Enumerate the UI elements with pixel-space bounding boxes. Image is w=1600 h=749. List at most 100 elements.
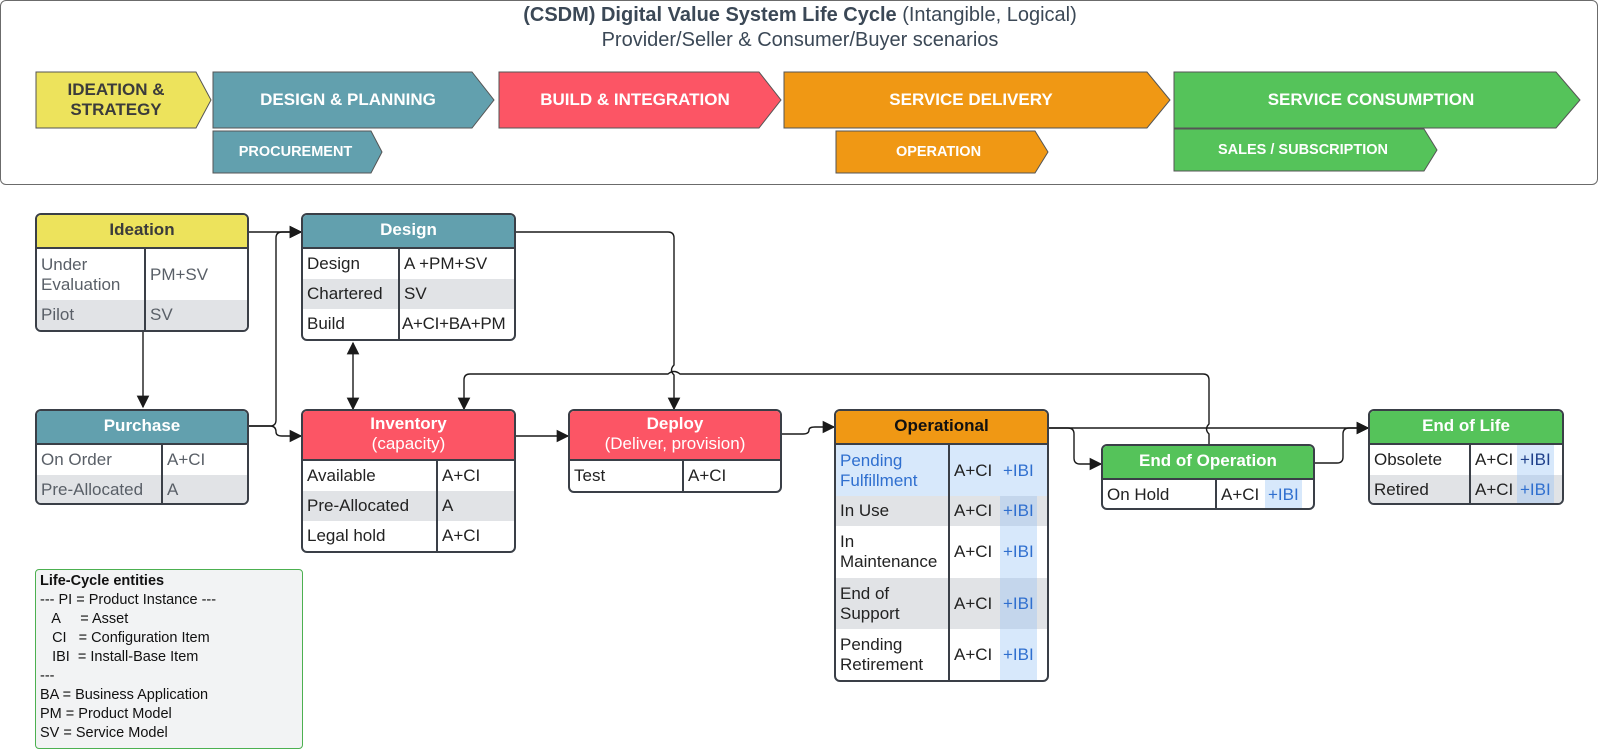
phase-chevron-design	[212, 71, 495, 129]
inventory-entities: A+CI	[442, 466, 481, 485]
end-of-life-entities: A+CI	[1475, 450, 1514, 469]
end-of-life-row: Obsolete A+CI +IBI	[1370, 445, 1562, 475]
legend-line: A = Asset	[40, 611, 129, 627]
inventory-subtitle-text: (capacity)	[371, 434, 446, 453]
node-design: Design Design A +PM+SV Chartered SV Buil…	[301, 213, 516, 341]
legend-line: ---	[40, 668, 55, 684]
phase-label-delivery: SERVICE DELIVERY	[889, 90, 1053, 109]
subphase-label-procurement: PROCUREMENT	[238, 144, 353, 160]
operational-state: End of Support	[836, 578, 950, 629]
node-end-of-operation-title: End of Operation	[1103, 446, 1313, 480]
operational-row: End of Support A+CI +IBI	[836, 578, 1047, 629]
deploy-row: Test A+CI	[570, 461, 780, 491]
deploy-entities: A+CI	[688, 466, 727, 485]
end-of-life-state: Retired	[1370, 475, 1471, 503]
legend-line: CI = Configuration Item	[40, 630, 210, 646]
edge-endofoperation-inventory	[457, 370, 1210, 444]
operational-entities: A+CI	[954, 501, 993, 520]
purchase-entities: A+CI	[167, 450, 206, 469]
deploy-state: Test	[570, 461, 684, 491]
purchase-row: Pre-Allocated A	[37, 475, 247, 503]
inventory-state: Legal hold	[303, 521, 438, 551]
node-purchase-title: Purchase	[37, 411, 247, 445]
deploy-title-text: Deploy	[646, 414, 704, 433]
subphase-chevron-operation	[835, 130, 1049, 174]
phase-chevron-delivery	[783, 71, 1171, 129]
legend-box: Life-Cycle entities --- PI = Product Ins…	[35, 569, 303, 749]
ideation-state: Pilot	[37, 300, 146, 330]
operational-ibi: +IBI	[1000, 445, 1037, 496]
legend-line: BA = Business Application	[40, 687, 209, 703]
operational-ibi: +IBI	[1000, 578, 1037, 629]
operational-ibi: +IBI	[1000, 496, 1037, 526]
operational-state: In Use	[836, 496, 950, 526]
operational-row: Pending Retirement A+CI +IBI	[836, 629, 1047, 680]
node-deploy-title: Deploy (Deliver, provision)	[570, 411, 780, 461]
edge-purchase-inventory	[249, 425, 303, 443]
phase-label-consumption: SERVICE CONSUMPTION	[1267, 90, 1475, 109]
operational-state: Pending Retirement	[836, 629, 950, 680]
node-purchase: Purchase On Order A+CI Pre-Allocated A	[35, 409, 249, 505]
edge-deploy-operational	[782, 420, 836, 435]
node-end-of-life: End of Life Obsolete A+CI +IBI Retired A…	[1368, 409, 1564, 505]
ideation-row: Pilot SV	[37, 300, 247, 330]
operational-ibi: +IBI	[1000, 526, 1037, 578]
inventory-row: Available A+CI	[303, 461, 514, 491]
node-end-of-operation: End of Operation On Hold A+CI +IBI	[1101, 444, 1315, 510]
inventory-state: Pre-Allocated	[303, 491, 438, 521]
subphase-chevron-sales	[1173, 128, 1438, 172]
design-state: Chartered	[303, 279, 400, 309]
purchase-state: On Order	[37, 445, 163, 475]
design-entities: A+CI+BA+PM	[402, 314, 506, 333]
node-ideation: Ideation Under Evaluation PM+SV Pilot SV	[35, 213, 249, 332]
legend-line: PM = Product Model	[40, 706, 172, 722]
subphase-chevron-procurement	[212, 130, 383, 174]
ideation-state: Under Evaluation	[37, 249, 146, 300]
subphase-label-sales: SALES / SUBSCRIPTION	[1218, 142, 1388, 158]
design-entities: SV	[404, 284, 427, 303]
legend-line: IBI = Install-Base Item	[40, 649, 199, 665]
node-operational: Operational Pending Fulfillment A+CI +IB…	[834, 409, 1049, 682]
legend-line: --- PI = Product Instance ---	[40, 592, 217, 608]
legend-title: Life-Cycle entities	[40, 573, 165, 589]
node-inventory: Inventory (capacity) Available A+CI Pre-…	[301, 409, 516, 553]
inventory-row: Legal hold A+CI	[303, 521, 514, 551]
subphase-label-operation: OPERATION	[895, 144, 982, 160]
ideation-entities: SV	[150, 305, 173, 324]
diagram-title: (CSDM) Digital Value System Life Cycle (…	[523, 4, 1077, 26]
end-of-life-ibi: +IBI	[1517, 445, 1554, 475]
node-operational-title: Operational	[836, 411, 1047, 445]
purchase-entities: A	[167, 480, 179, 499]
deploy-subtitle-text: (Deliver, provision)	[604, 434, 746, 453]
diagram-subtitle: Provider/Seller & Consumer/Buyer scenari…	[601, 29, 999, 51]
phase-label-ideation: IDEATION & STRATEGY	[67, 80, 165, 119]
edge-design-deploy	[516, 231, 681, 411]
edge-endofoperation-endoflife	[1315, 421, 1370, 464]
node-ideation-title: Ideation	[37, 215, 247, 249]
inventory-entities: A	[442, 496, 454, 515]
operational-entities: A+CI	[954, 542, 993, 561]
inventory-row: Pre-Allocated A	[303, 491, 514, 521]
legend-line: SV = Service Model	[40, 725, 168, 741]
end-of-operation-row: On Hold A+CI +IBI	[1103, 480, 1313, 508]
end-of-life-row: Retired A+CI +IBI	[1370, 475, 1562, 503]
ideation-entities: PM+SV	[150, 264, 209, 284]
end-of-life-state: Obsolete	[1370, 445, 1471, 475]
end-of-operation-state: On Hold	[1103, 480, 1217, 508]
phase-chevron-ideation	[35, 71, 212, 129]
node-design-title: Design	[303, 215, 514, 249]
design-state: Design	[303, 249, 400, 279]
design-row: Build A+CI+BA+PM	[303, 309, 514, 339]
operational-entities: A+CI	[954, 644, 993, 664]
inventory-state: Available	[303, 461, 438, 491]
edge-operational-endofoperation	[1049, 427, 1103, 471]
operational-row: In Maintenance A+CI +IBI	[836, 526, 1047, 578]
operational-ibi: +IBI	[1000, 629, 1037, 680]
operational-state: In Maintenance	[836, 526, 950, 578]
inventory-entities: A+CI	[442, 526, 481, 545]
edge-purchase-design	[249, 225, 303, 427]
end-of-life-ibi: +IBI	[1517, 475, 1554, 503]
operational-entities: A+CI	[954, 593, 993, 613]
node-inventory-title: Inventory (capacity)	[303, 411, 514, 461]
